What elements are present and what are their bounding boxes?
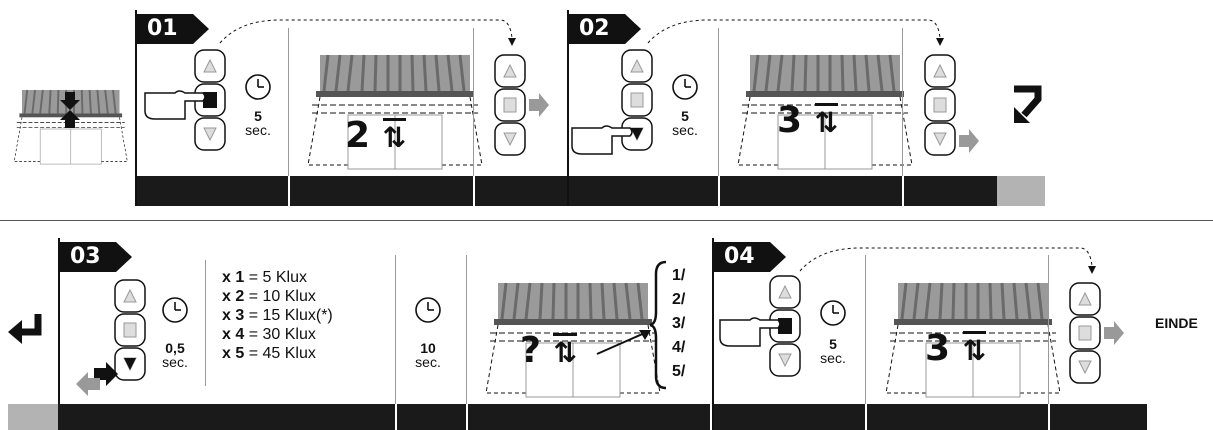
up-down-arrows-icon: ⇅ [815, 103, 838, 139]
step-01-time-unit: sec. [238, 122, 278, 138]
step-04-badge: 04 [714, 242, 770, 272]
step-03-bar [58, 404, 710, 430]
result-step: 2/ [672, 288, 685, 312]
continue-arrow-icon [1010, 85, 1044, 125]
step-03-time-unit: sec. [155, 354, 195, 370]
divider [1048, 255, 1049, 405]
step-03-wait-clock-icon [413, 295, 443, 325]
step-04-bar [714, 404, 1147, 430]
result-step-list: 1/ 2/ 3/ 4/ 5/ [672, 264, 685, 384]
divider [718, 28, 719, 176]
bar-gap [865, 404, 867, 430]
result-brace [650, 260, 670, 390]
lux-option: x 2 = 10 Klux [222, 287, 333, 306]
step-01-step-number: 2 ⇅ [345, 115, 406, 156]
row2-grey-head [8, 404, 58, 430]
lux-option: x 5 = 45 Klux [222, 344, 333, 363]
divider [473, 28, 474, 176]
step-01-bar [137, 176, 567, 206]
step-03-badge: 03 [60, 242, 116, 272]
step-04-time-unit: sec. [813, 350, 853, 366]
step-04-hand-icon [720, 312, 780, 352]
step-02-step-number: 3 ⇅ [777, 100, 838, 141]
step-01-dashed-arrow [220, 18, 520, 48]
step-04-step-number: 3 ⇅ [925, 328, 986, 369]
bar-gap [473, 176, 475, 206]
step-02-result-remote-icon [925, 55, 985, 165]
bar-gap [288, 176, 290, 206]
divider [395, 255, 396, 405]
divider [205, 260, 206, 386]
row1-grey-tail [997, 176, 1045, 206]
step-01-badge: 01 [137, 14, 193, 44]
divider [902, 28, 903, 176]
step-03-remote-icon [115, 280, 155, 390]
intro-awning-illustration [10, 70, 130, 180]
return-arrow-icon [8, 310, 42, 350]
step-03-step-number: ? ⇅ [520, 330, 577, 371]
divider [865, 255, 866, 405]
step-02-dashed-arrow [648, 18, 948, 48]
step-03-clock-icon [160, 295, 190, 325]
lux-option: x 4 = 30 Klux [222, 325, 333, 344]
result-arrow-icon [595, 320, 655, 360]
step-01-digit: 2 [345, 115, 370, 156]
step-02-bar [569, 176, 997, 206]
up-down-arrows-icon: ⇅ [553, 333, 576, 369]
step-02-digit: 3 [777, 100, 802, 141]
step-02-time-unit: sec. [665, 122, 705, 138]
step-04-dashed-arrow [800, 246, 1100, 276]
bar-gap [1048, 404, 1050, 430]
lux-option: x 1 = 5 Klux [222, 268, 333, 287]
row-separator [0, 220, 1213, 221]
bar-gap [718, 176, 720, 206]
step-01-hand-icon [145, 85, 205, 125]
divider [288, 28, 289, 176]
divider [466, 255, 467, 405]
step-01-result-remote-icon [495, 55, 555, 165]
bar-gap [902, 176, 904, 206]
up-down-arrows-icon: ⇅ [963, 331, 986, 367]
lux-option-list: x 1 = 5 Klux x 2 = 10 Klux x 3 = 15 Klux… [222, 268, 333, 363]
step-03-digit: ? [520, 330, 541, 371]
bar-gap [466, 404, 468, 430]
step-01-clock-icon [243, 72, 273, 102]
lux-option: x 3 = 15 Klux(*) [222, 306, 333, 325]
result-step: 5/ [672, 360, 685, 384]
result-step: 1/ [672, 264, 685, 288]
awning-retract-icon [10, 70, 130, 180]
result-step: 3/ [672, 312, 685, 336]
up-down-arrows-icon: ⇅ [383, 118, 406, 154]
step-02-clock-icon [670, 72, 700, 102]
step-02-hand-icon [572, 120, 632, 160]
step-04-result-remote-icon [1070, 283, 1130, 393]
result-step: 4/ [672, 336, 685, 360]
step-04-clock-icon [818, 298, 848, 328]
step-03-wait-unit: sec. [408, 354, 448, 370]
step-04-digit: 3 [925, 328, 950, 369]
step-03-press-arrows-icon [76, 360, 120, 400]
bar-gap [395, 404, 397, 430]
step-02-badge: 02 [569, 14, 625, 44]
end-label: EINDE [1155, 315, 1198, 331]
